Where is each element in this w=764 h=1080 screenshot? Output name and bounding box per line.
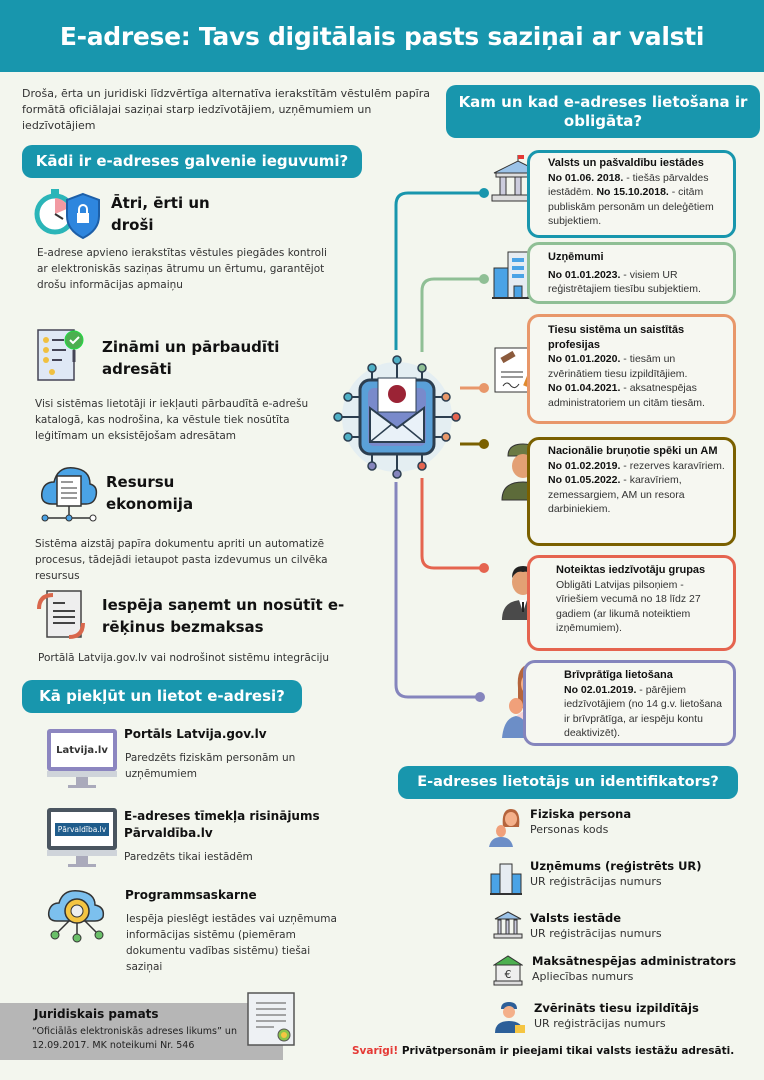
- access-title[interactable]: Portāls Latvija.gov.lv: [124, 727, 267, 741]
- user-identifier: UR reģistrācijas numurs: [530, 927, 662, 940]
- benefit-text: Sistēma aizstāj papīra dokumentu apriti …: [35, 538, 328, 582]
- card-title: Nacionālie bruņotie spēki un AM: [548, 445, 718, 457]
- benefit-text: Visi sistēmas lietotāji ir iekļauti pārb…: [35, 398, 309, 442]
- users-heading: E-adreses lietotājs un identifikators?: [398, 766, 738, 799]
- header-banner: E-adrese: Tavs digitālais pasts saziņai …: [0, 0, 764, 72]
- benefit-title: Zināmi un pārbaudīti adresāti: [102, 338, 280, 378]
- mandatory-heading: Kam un kad e-adreses lietošana ir obligā…: [446, 85, 760, 138]
- card-date: No 02.01.2019.: [564, 683, 637, 696]
- user-identifier: UR reģistrācijas numurs: [534, 1017, 666, 1030]
- user-type-title: Fiziska persona: [530, 807, 632, 821]
- clock-shield-icon: [34, 189, 100, 240]
- benefit-text: Portālā Latvija.gov.lv vai nodrošinot si…: [38, 652, 330, 664]
- important-label: Svarīgi!: [352, 1045, 399, 1057]
- mandatory-card-citizen-groups: Noteiktas iedzīvotāju grupas Obligāti La…: [527, 555, 736, 651]
- benefits-heading: Kādi ir e-adreses galvenie ieguvumi?: [22, 145, 362, 178]
- access-title: Programmsaskarne: [125, 888, 257, 902]
- card-date: No 01.04.2021.: [548, 382, 621, 394]
- monitor-icon: Pārvaldība.lv: [47, 808, 117, 870]
- benefit-title: Resursu ekonomija: [106, 473, 194, 513]
- benefit-title: Ātri, ērti un droši: [111, 194, 210, 234]
- access-text: Iespēja pieslēgt iestādes vai uzņēmuma i…: [126, 913, 337, 973]
- svg-text:€: €: [505, 968, 512, 981]
- card-title: Brīvprātīga lietošana: [564, 669, 673, 681]
- mandatory-card-institutions: Valsts un pašvaldību iestādes No 01.06. …: [527, 150, 736, 238]
- mandatory-card-courts: Tiesu sistēma un saistītās profesijas No…: [527, 314, 736, 424]
- user-type-title: Zvērināts tiesu izpildītājs: [534, 1001, 699, 1015]
- benefit-text: E-adrese apvieno ierakstītas vēstules pi…: [37, 247, 327, 291]
- user-type-item: Zvērināts tiesu izpildītājs UR reģistrāci…: [534, 1000, 699, 1032]
- monitor-icon: Latvija.lv: [47, 729, 117, 791]
- card-date: No 01.05.2022.: [548, 474, 621, 486]
- card-text: - pārējiem iedzīvotājiem (no 14 g.v. lie…: [564, 683, 722, 740]
- benefit-title: Iespēja saņemt un nosūtīt e-rēķinus bezm…: [102, 596, 345, 636]
- latvija-lv-logo: Latvija.lv: [47, 729, 117, 771]
- card-text: - karavīriem, zemessargiem, AM un resora…: [548, 474, 685, 515]
- access-text: Paredzēts tikai iestādēm: [124, 851, 253, 863]
- legal-text: “Oficiālās elektroniskās adreses likums”…: [32, 1026, 237, 1051]
- card-text: - rezerves karavīriem.: [620, 459, 725, 472]
- important-text: Privātpersonām ir pieejami tikai valsts …: [398, 1045, 735, 1057]
- document-exchange-icon: [37, 590, 85, 639]
- office-building-icon: [490, 863, 522, 895]
- card-text: - citām publiskām personām un deleģētiem…: [548, 186, 714, 227]
- parvaldiba-lv-logo: Pārvaldība.lv: [54, 822, 110, 836]
- card-title: Tiesu sistēma un saistītās profesijas: [548, 324, 685, 351]
- user-type-item: Valsts iestāde UR reģistrācijas numurs: [530, 910, 662, 942]
- access-heading: Kā piekļūt un lietot e-adresi?: [22, 680, 302, 713]
- access-text: Paredzēts fiziskām personām un uzņēmumie…: [125, 752, 296, 780]
- connector-lines: [394, 188, 489, 702]
- card-title: Valsts un pašvaldību iestādes: [548, 157, 704, 169]
- card-title: Noteiktas iedzīvotāju grupas: [556, 564, 706, 576]
- cloud-document-icon: [40, 467, 98, 522]
- card-date: No 01.01.2020.: [548, 353, 621, 365]
- card-title: Uzņēmumi: [548, 251, 604, 263]
- cloud-api-icon: [47, 890, 105, 943]
- bank-euro-icon: €: [493, 955, 523, 986]
- card-text: - visiem UR reģistrētajiem tiesību subje…: [548, 268, 701, 296]
- user-type-title: Valsts iestāde: [530, 911, 622, 925]
- user-identifier: UR reģistrācijas numurs: [530, 875, 662, 888]
- person-icon: [489, 809, 520, 847]
- user-identifier: Apliecības numurs: [532, 970, 634, 983]
- e-address-chip-envelope-icon: [333, 355, 461, 479]
- bailiff-icon: [495, 1002, 525, 1033]
- user-type-item: Uzņēmums (reģistrēts UR) UR reģistrācijas…: [530, 858, 702, 890]
- card-date: No 15.10.2018.: [596, 186, 669, 198]
- card-date: No 01.02.2019.: [548, 459, 621, 472]
- page-title: E-adrese: Tavs digitālais pasts saziņai …: [59, 21, 705, 51]
- user-type-title: Maksātnespējas administrators: [532, 954, 737, 968]
- mandatory-card-voluntary: Brīvprātīga lietošana No 02.01.2019. - p…: [523, 660, 736, 746]
- card-text: - aksatnespējas administratoriem un citā…: [548, 382, 705, 409]
- user-identifier: Personas kods: [530, 823, 609, 836]
- checklist-icon: [37, 329, 84, 381]
- certificate-scroll-icon: [247, 992, 295, 1046]
- user-type-title: Uzņēmums (reģistrēts UR): [530, 859, 702, 873]
- legal-basis-panel: Juridiskais pamats “Oficiālās elektronis…: [0, 1003, 283, 1060]
- mandatory-card-companies: Uzņēmumi No 01.01.2023. - visiem UR reģi…: [527, 242, 736, 304]
- card-date: No 01.01.2023.: [548, 268, 621, 281]
- intro-text: Droša, ērta un juridiski līdzvērtīga alt…: [22, 87, 430, 132]
- access-title[interactable]: E-adreses tīmekļa risinājums Pārvaldība.…: [124, 809, 320, 840]
- card-text: - tiešās pārvaldes iestādēm.: [548, 171, 709, 199]
- card-date: No 01.06. 2018.: [548, 171, 624, 184]
- legal-title: Juridiskais pamats: [34, 1007, 159, 1021]
- important-note: Svarīgi! Privātpersonām ir pieejami tika…: [352, 1045, 734, 1057]
- government-building-icon: [493, 911, 523, 939]
- mandatory-card-armed-forces: Nacionālie bruņotie spēki un AM No 01.02…: [527, 437, 736, 546]
- card-text: Obligāti Latvijas pilsoņiem - vīriešiem …: [556, 578, 701, 635]
- card-text: - tiesām un zvērinātiem tiesu izpildītāj…: [548, 353, 688, 380]
